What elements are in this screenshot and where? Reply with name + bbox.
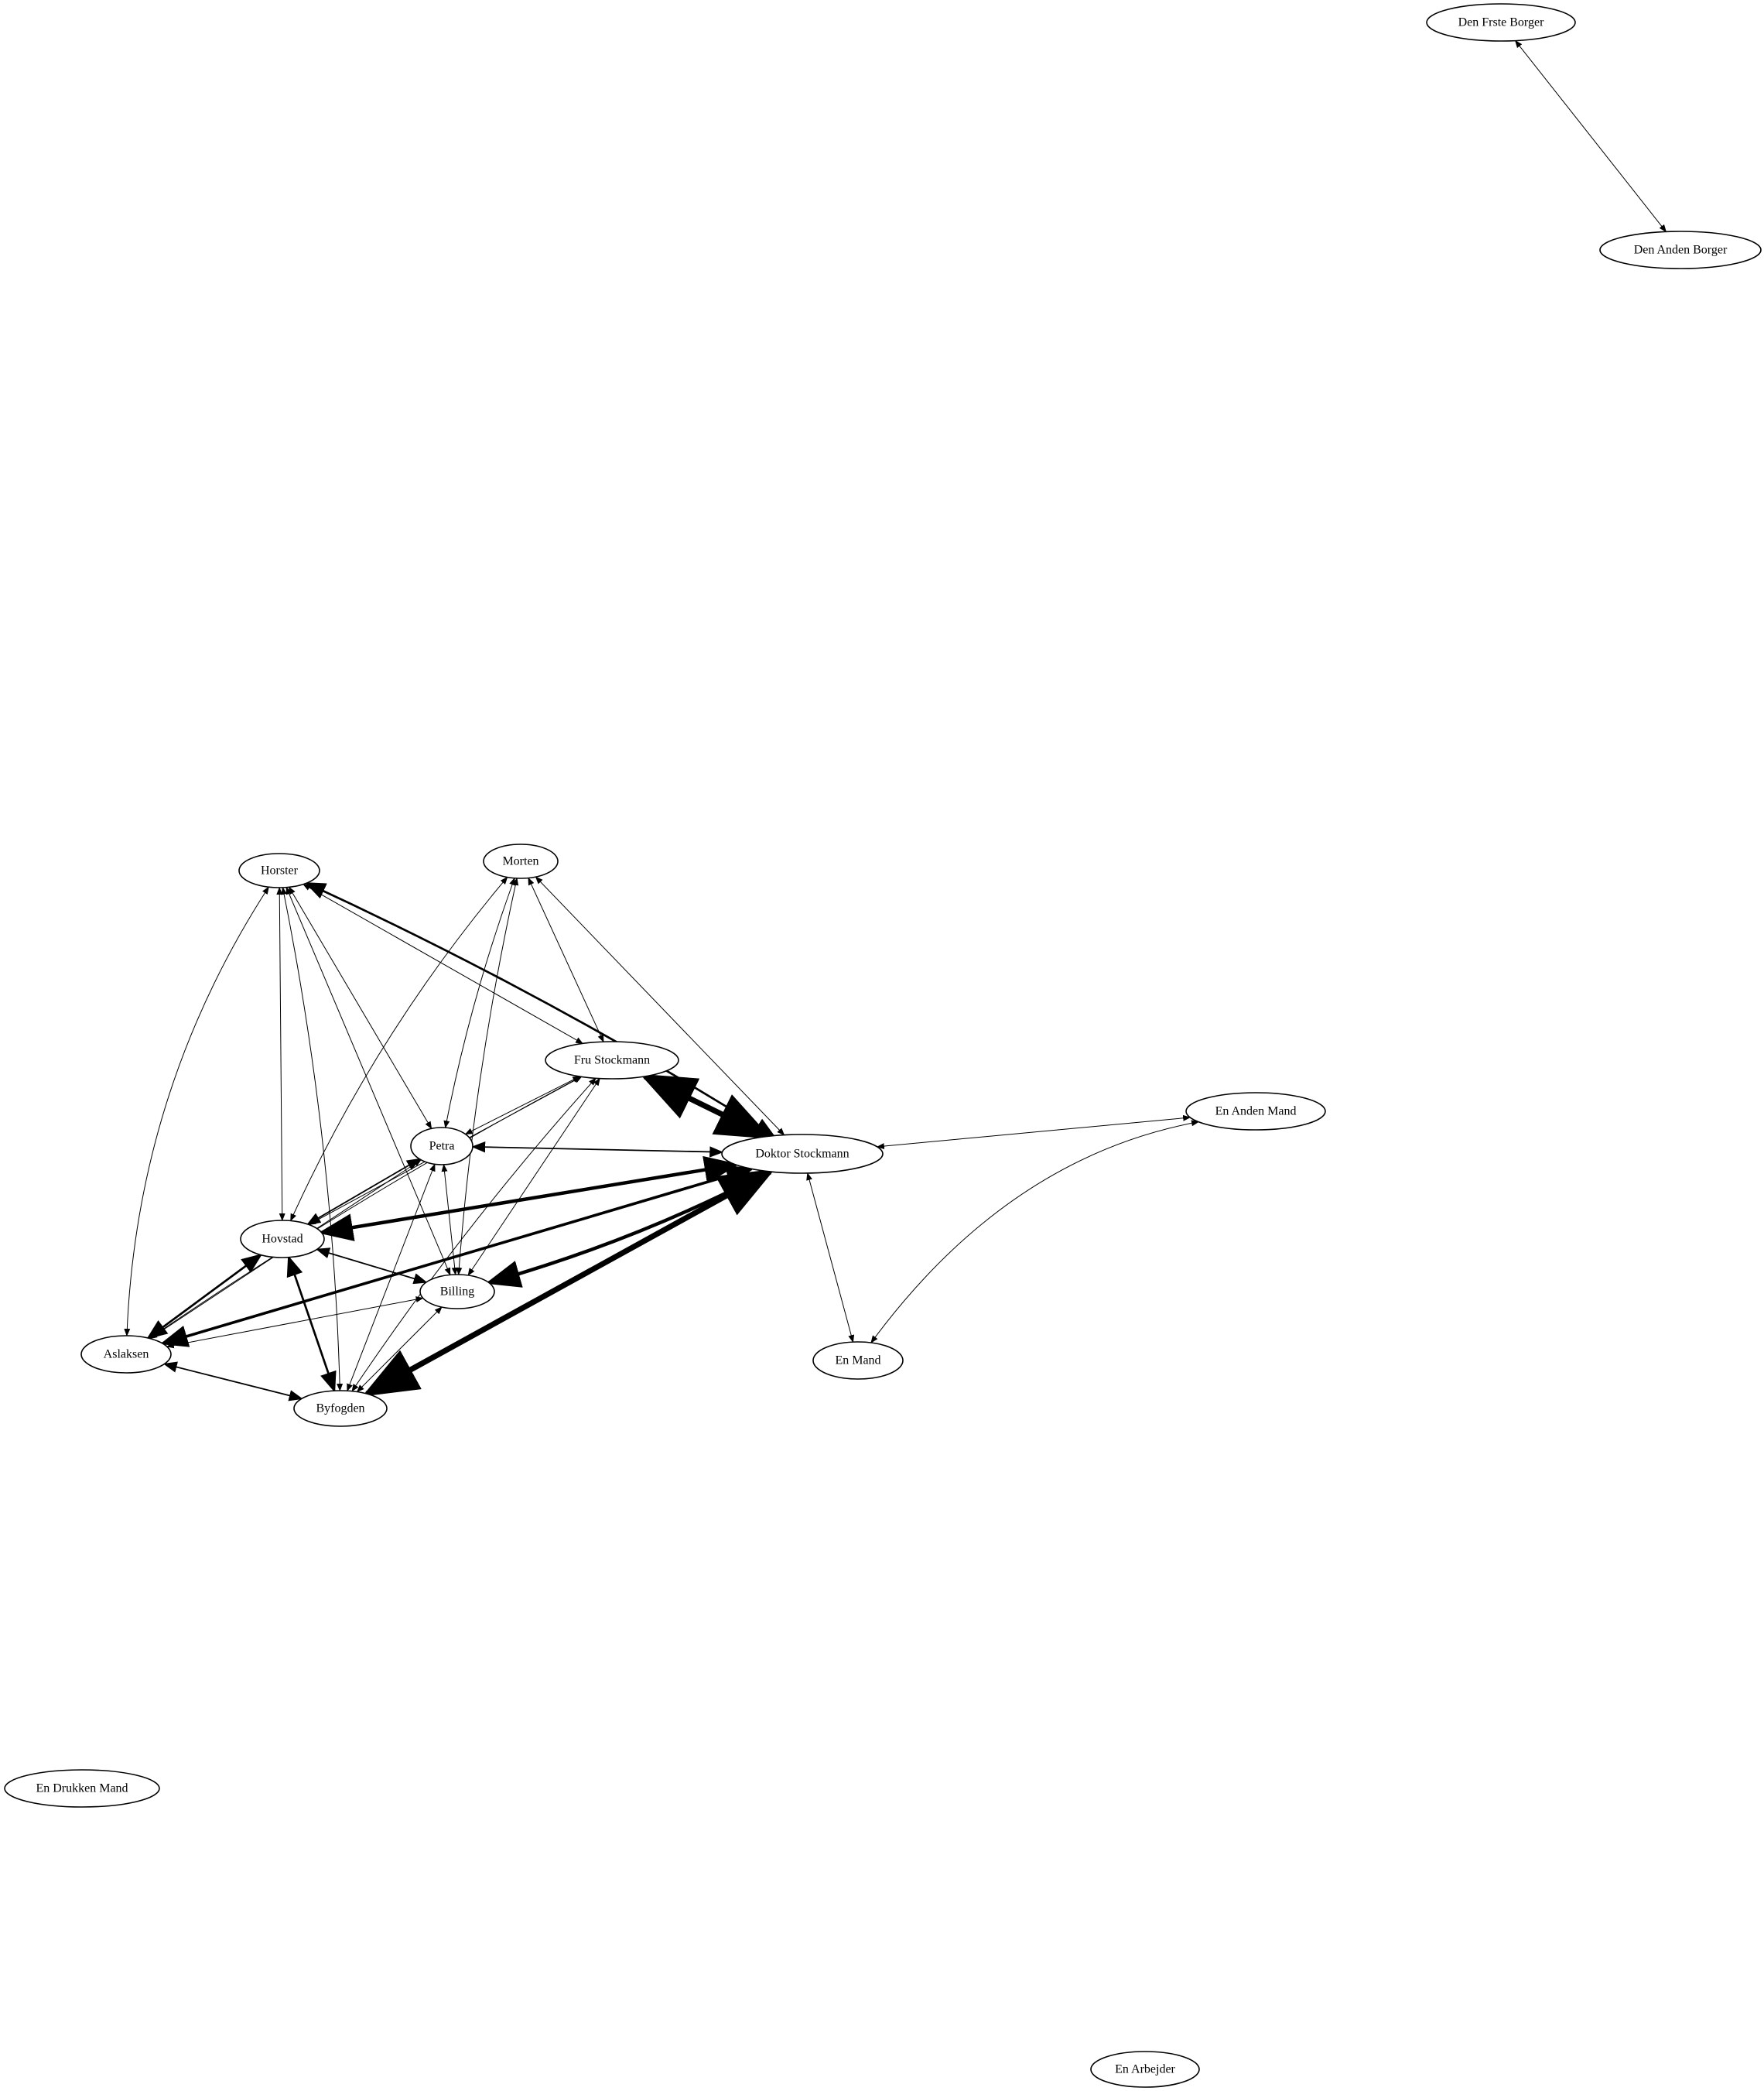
node-ellipse bbox=[1426, 3, 1576, 42]
node-ellipse bbox=[1185, 1092, 1326, 1131]
edge-hovstad-aslaksen bbox=[146, 1253, 263, 1340]
node-en-anden-mand: En Anden Mand bbox=[1185, 1092, 1326, 1131]
node-label: Horster bbox=[261, 864, 299, 878]
node-ellipse bbox=[238, 853, 320, 888]
node-label: Morten bbox=[502, 855, 538, 868]
edge-horster-petra bbox=[289, 886, 432, 1130]
node-label: Byfogden bbox=[316, 1402, 364, 1415]
node-label: Doktor Stockmann bbox=[755, 1148, 849, 1161]
edge-horster-billing bbox=[285, 886, 451, 1276]
edge-doktor-stockmann-en-anden-mand bbox=[876, 1114, 1191, 1150]
edge-aslaksen-fru-stockmann bbox=[149, 1076, 582, 1340]
node-en-mand: En Mand bbox=[812, 1341, 904, 1380]
node-den-anden-borger: Den Anden Borger bbox=[1599, 231, 1762, 269]
node-aslaksen: Aslaksen bbox=[80, 1335, 172, 1374]
node-byfogden: Byfogden bbox=[293, 1390, 388, 1427]
node-label: Den Frste Borger bbox=[1458, 16, 1544, 29]
node-label: Den Anden Borger bbox=[1634, 244, 1728, 257]
node-ellipse bbox=[4, 1769, 160, 1808]
edge-en-mand-en-anden-mand bbox=[870, 1120, 1200, 1343]
edge-hovstad-horster bbox=[276, 887, 285, 1221]
node-den-frste-borger: Den Frste Borger bbox=[1426, 3, 1576, 42]
node-horster: Horster bbox=[238, 853, 320, 888]
node-label: Hovstad bbox=[262, 1233, 303, 1246]
node-label: En Mand bbox=[835, 1354, 880, 1367]
edge-hovstad-morten bbox=[290, 876, 508, 1222]
edge-billing-fru-stockmann bbox=[467, 1077, 600, 1276]
node-morten: Morten bbox=[483, 844, 559, 879]
edge-doktor-stockmann-petra bbox=[471, 1141, 724, 1158]
edge-layer bbox=[124, 39, 1667, 1401]
node-petra: Petra bbox=[410, 1127, 473, 1165]
node-ellipse bbox=[410, 1127, 473, 1165]
node-label: Billing bbox=[440, 1285, 474, 1299]
edge-doktor-stockmann-en-mand bbox=[806, 1172, 855, 1343]
edge-morten-petra bbox=[443, 877, 515, 1129]
edge-doktor-stockmann-billing bbox=[485, 1169, 772, 1288]
edge-doktor-stockmann-aslaksen bbox=[159, 1165, 754, 1347]
node-hovstad: Hovstad bbox=[240, 1220, 325, 1258]
node-label: En Arbejder bbox=[1115, 2063, 1175, 2076]
edge-morten-fru-stockmann bbox=[528, 877, 604, 1043]
node-ellipse bbox=[1090, 2051, 1200, 2088]
node-ellipse bbox=[483, 844, 559, 879]
node-label: Petra bbox=[429, 1140, 455, 1153]
edge-fru-stockmann-byfogden bbox=[351, 1077, 597, 1392]
edge-hovstad-byfogden bbox=[286, 1255, 337, 1393]
node-ellipse bbox=[240, 1220, 325, 1258]
node-en-arbejder: En Arbejder bbox=[1090, 2051, 1200, 2088]
edge-horster-fru-stockmann bbox=[303, 884, 584, 1044]
node-ellipse bbox=[419, 1274, 495, 1309]
node-ellipse bbox=[1599, 231, 1762, 269]
node-ellipse bbox=[80, 1335, 172, 1374]
edge-doktor-stockmann-fru-stockmann bbox=[639, 1073, 772, 1139]
node-ellipse bbox=[545, 1041, 679, 1080]
node-ellipse bbox=[812, 1341, 904, 1380]
node-fru-stockmann: Fru Stockmann bbox=[545, 1041, 679, 1080]
edge-aslaksen-horster bbox=[124, 886, 269, 1336]
edge-den-frste-borger-den-anden-borger bbox=[1514, 39, 1667, 233]
node-label: Aslaksen bbox=[104, 1348, 149, 1361]
node-ellipse bbox=[293, 1390, 388, 1427]
node-doktor-stockmann: Doktor Stockmann bbox=[721, 1134, 884, 1174]
node-label: En Anden Mand bbox=[1215, 1105, 1297, 1118]
edge-hovstad-petra bbox=[306, 1158, 421, 1225]
node-label: Fru Stockmann bbox=[574, 1054, 650, 1067]
edge-doktor-stockmann-morten bbox=[535, 876, 785, 1136]
edge-doktor-stockmann-horster bbox=[304, 881, 776, 1138]
edge-horster-byfogden bbox=[281, 886, 344, 1391]
edge-petra-fru-stockmann bbox=[464, 1076, 581, 1135]
node-en-drukken-mand: En Drukken Mand bbox=[4, 1769, 160, 1808]
edge-aslaksen-byfogden bbox=[162, 1361, 303, 1401]
edge-petra-byfogden bbox=[347, 1163, 436, 1392]
node-label: En Drukken Mand bbox=[36, 1782, 128, 1795]
node-ellipse bbox=[721, 1134, 884, 1174]
node-billing: Billing bbox=[419, 1274, 495, 1309]
